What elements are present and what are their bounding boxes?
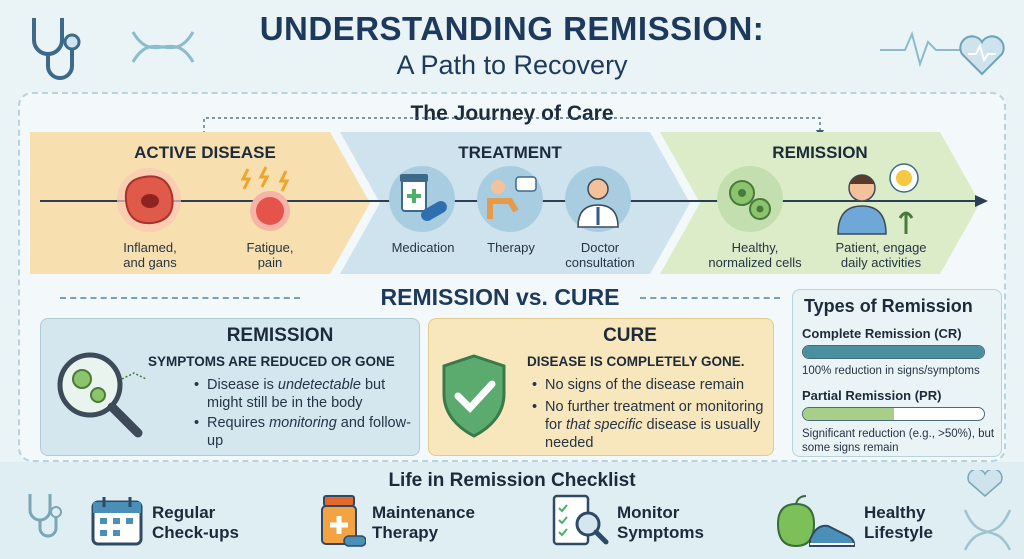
types-complete-desc: 100% reduction in signs/symptoms	[802, 365, 980, 377]
stethoscope-small-icon	[28, 494, 62, 538]
caption-inflamed-text: Inflamed, and gans	[123, 240, 177, 270]
remission-bullet-2-a: Requires	[207, 415, 270, 431]
checklist-item-monitor: Monitor Symptoms	[617, 503, 704, 542]
divider-left	[60, 297, 300, 299]
cure-card-title: CURE	[603, 325, 657, 346]
calendar-icon	[91, 497, 143, 546]
therapy-icon	[477, 166, 543, 232]
remission-card-title: REMISSION	[226, 325, 334, 346]
shield-check-icon	[442, 354, 506, 438]
stethoscope-icon	[32, 18, 81, 80]
types-partial-bar	[802, 407, 985, 421]
cure-bullet-2-b: disease is usually needed	[545, 417, 761, 451]
medication-icon	[389, 166, 455, 232]
types-complete-bar	[802, 345, 985, 359]
journey-title: The Journey of Care	[410, 102, 614, 125]
caption-patient: Patient, engage daily activities	[835, 240, 927, 270]
caption-healthy-cells: Healthy, normalized cells	[708, 240, 802, 270]
apple-sneaker-icon	[776, 495, 855, 548]
dna-heart-icon	[963, 470, 1012, 551]
remission-bullet-2-em: monitoring	[269, 415, 337, 431]
caption-doctor: Doctor consultation	[565, 240, 635, 270]
divider-right	[640, 297, 780, 299]
cure-bullet-2: No further treatment or monitoring for t…	[532, 398, 765, 452]
remission-bullet-1: Disease is undetectable but might still …	[194, 376, 412, 412]
patient-icon	[837, 163, 919, 235]
types-panel	[792, 289, 1002, 457]
types-complete-name: Complete Remission (CR)	[802, 326, 962, 341]
remission-bullet-2-b: and follow-up	[207, 415, 411, 449]
types-title: Types of Remission	[804, 296, 973, 316]
checklist-item-checkups: Regular Check-ups	[152, 503, 239, 542]
caption-fatigue-text: Fatigue, pain	[246, 240, 294, 270]
remission-bullet-1-a: Disease is	[207, 377, 278, 393]
checklist-title: Life in Remission Checklist	[388, 470, 636, 491]
caption-therapy: Therapy	[487, 240, 535, 255]
inflamed-cell-icon	[117, 168, 181, 232]
cure-bullet-2-a: No further treatment or monitoring for	[545, 399, 764, 433]
pill-bottle-icon	[321, 495, 366, 547]
types-partial-name: Partial Remission (PR)	[802, 388, 942, 403]
remission-card-subtitle: SYMPTOMS ARE REDUCED OR GONE	[148, 354, 395, 369]
doctor-icon	[565, 166, 631, 232]
clipboard-magnifier-icon	[552, 494, 609, 546]
types-complete-fill	[803, 346, 984, 358]
checklist-item-therapy: Maintenance Therapy	[372, 503, 475, 542]
remission-bullet-1-b: but might still be in the body	[207, 377, 386, 411]
page-subtitle: A Path to Recovery	[396, 50, 628, 80]
fatigue-pain-icon	[240, 166, 290, 231]
stage-active-title: ACTIVE DISEASE	[134, 143, 276, 162]
caption-fatigue: Fatigue, pain	[220, 240, 320, 270]
cure-bullet-2-em: that specific	[565, 417, 643, 433]
healthy-cells-icon	[717, 166, 783, 232]
types-partial-fill	[803, 408, 894, 420]
comparison-title: REMISSION vs. CURE	[380, 284, 620, 310]
stage-remission-title: REMISSION	[772, 143, 868, 162]
heartbeat-icon	[880, 30, 1005, 76]
remission-bullet-2: Requires monitoring and follow-up	[194, 414, 412, 450]
stage-active-bg	[30, 132, 370, 274]
remission-bullet-1-em: undetectable	[277, 377, 361, 393]
magnifier-cells-icon	[57, 352, 147, 438]
checklist-item-lifestyle: Healthy Lifestyle	[864, 503, 933, 542]
page-title: UNDERSTANDING REMISSION:	[259, 10, 765, 47]
caption-inflamed: Inflamed, and gans	[100, 240, 200, 270]
caption-medication: Medication	[391, 240, 455, 255]
cure-bullet-1: No signs of the disease remain	[532, 376, 765, 394]
types-partial-desc: Significant reduction (e.g., >50%), but …	[802, 428, 995, 454]
cure-card-subtitle: DISEASE IS COMPLETELY GONE.	[527, 354, 745, 369]
dna-icon	[131, 31, 195, 63]
stage-treatment-title: TREATMENT	[458, 143, 562, 162]
